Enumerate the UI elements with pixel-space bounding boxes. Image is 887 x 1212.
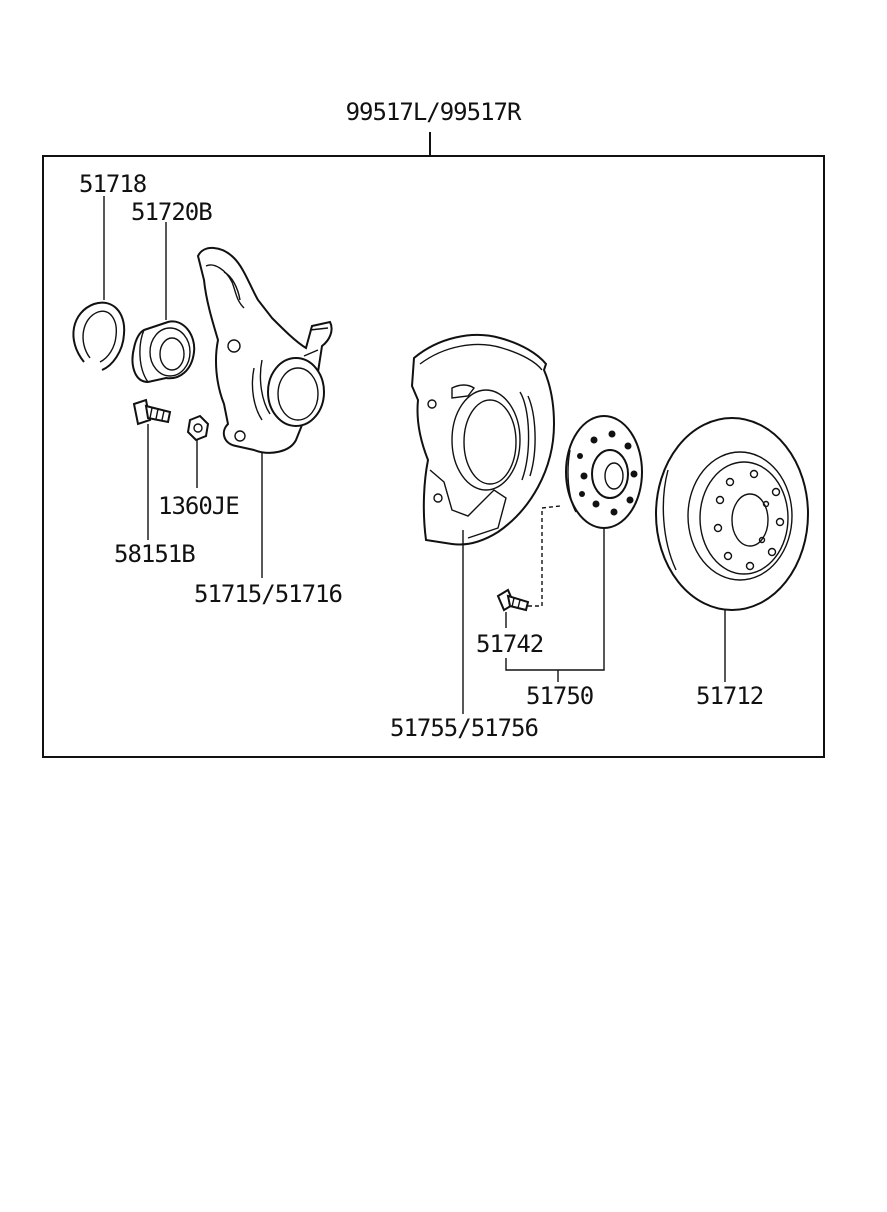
hub-bolt-drawing — [496, 588, 530, 612]
hub-assembly-label[interactable]: 51750 — [526, 682, 594, 710]
hub-bolt-label[interactable]: 51742 — [476, 630, 544, 658]
nut-drawing — [186, 414, 210, 442]
knuckle-drawing — [196, 247, 333, 454]
brake-disc-drawing — [655, 417, 809, 611]
brake-disc-label[interactable]: 51712 — [696, 682, 764, 710]
hub-bolt-dashed-leader — [528, 505, 561, 607]
bolt-drawing — [132, 398, 172, 426]
snap-ring-label[interactable]: 51718 — [79, 170, 147, 198]
dust-cover-label[interactable]: 51755/51756 — [390, 714, 539, 742]
dust-cover-drawing — [410, 334, 556, 546]
hub-drawing — [565, 415, 643, 529]
bearing-label[interactable]: 51720B — [131, 198, 213, 226]
snap-ring-drawing — [72, 301, 126, 371]
hub-assembly-bracket — [505, 528, 605, 671]
assembly-label[interactable]: 99517L/99517R — [346, 98, 523, 126]
assembly-frame — [42, 155, 825, 758]
nut-label[interactable]: 1360JE — [158, 492, 240, 520]
knuckle-label[interactable]: 51715/51716 — [194, 580, 343, 608]
bolt-label[interactable]: 58151B — [114, 540, 196, 568]
bearing-drawing — [131, 320, 196, 384]
